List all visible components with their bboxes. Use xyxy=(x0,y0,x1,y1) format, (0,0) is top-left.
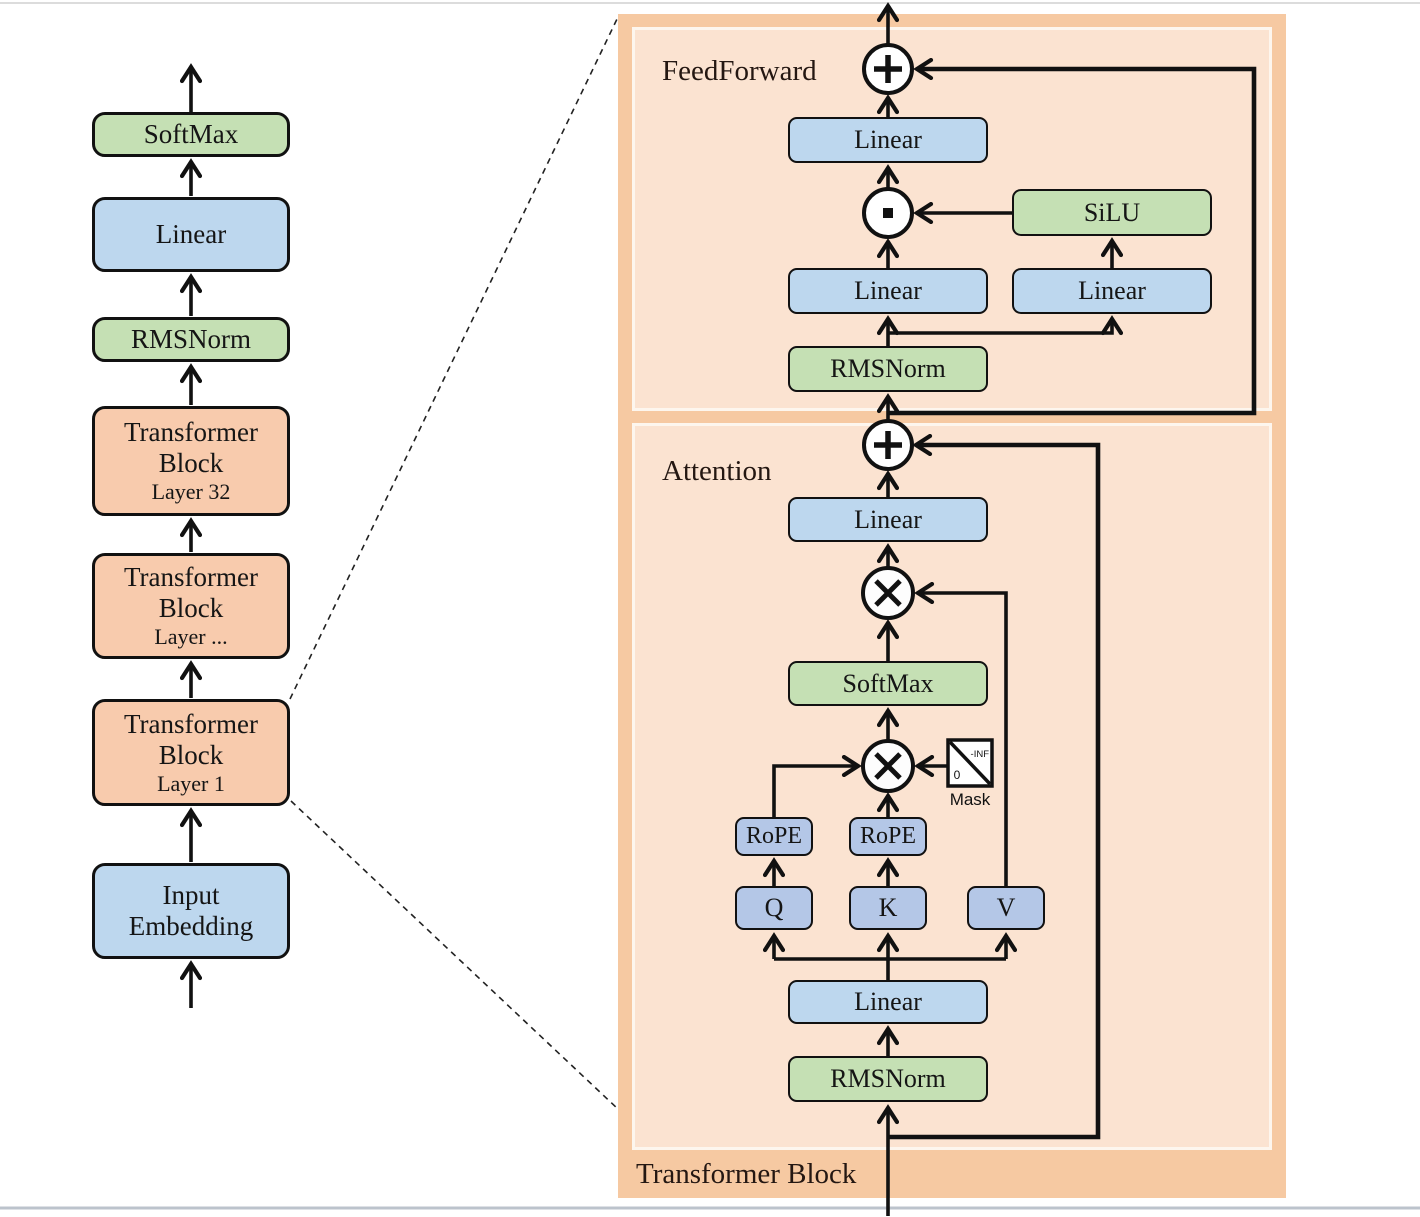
transformer-block-layer32-box: Transformer Block Layer 32 xyxy=(92,406,290,516)
ff-gate-linear-label: Linear xyxy=(854,276,922,306)
att-output-linear-box: Linear xyxy=(788,497,988,542)
block-word1: Transformer xyxy=(124,708,258,739)
ff-silu-box: SiLU xyxy=(1012,189,1212,236)
ff-rmsnorm-label: RMSNorm xyxy=(830,354,946,384)
left-rmsnorm-label: RMSNorm xyxy=(130,323,252,354)
ff-up-linear-label: Linear xyxy=(1078,276,1146,306)
att-softmax-label: SoftMax xyxy=(842,668,934,698)
transformer-block-layer-dots-box: Transformer Block Layer ... xyxy=(92,553,290,659)
layer-dots-label: Layer ... xyxy=(154,624,228,650)
ff-output-linear-label: Linear xyxy=(854,125,922,155)
block-word2: Block xyxy=(158,739,224,770)
input-embedding-box: Input Embedding xyxy=(92,863,290,959)
transformer-block-panel-label: Transformer Block xyxy=(636,1158,857,1190)
left-rmsnorm-box: RMSNorm xyxy=(92,317,290,362)
block-word1: Transformer xyxy=(124,417,258,448)
ff-gate-linear-box: Linear xyxy=(788,268,988,314)
rope-k-box: RoPE xyxy=(849,817,927,856)
attention-section-label: Attention xyxy=(662,455,772,487)
left-softmax-label: SoftMax xyxy=(143,118,239,149)
ff-rmsnorm-box: RMSNorm xyxy=(788,346,988,392)
input-word1: Input xyxy=(162,879,220,910)
key-box: K xyxy=(849,886,927,930)
layer32-label: Layer 32 xyxy=(151,479,231,505)
ff-silu-label: SiLU xyxy=(1083,197,1141,227)
block-word2: Block xyxy=(158,593,224,624)
query-label: Q xyxy=(764,893,784,923)
left-linear-label: Linear xyxy=(155,218,227,249)
block-word2: Block xyxy=(158,448,224,479)
att-output-linear-label: Linear xyxy=(854,504,922,534)
rope-q-label: RoPE xyxy=(745,822,802,849)
key-label: K xyxy=(878,893,898,923)
input-word2: Embedding xyxy=(128,911,254,941)
left-softmax-box: SoftMax xyxy=(92,112,290,157)
feedforward-section-label: FeedForward xyxy=(662,55,817,87)
transformer-block-layer1-box: Transformer Block Layer 1 xyxy=(92,699,290,806)
att-rmsnorm-box: RMSNorm xyxy=(788,1056,988,1102)
value-label: V xyxy=(996,893,1016,923)
query-box: Q xyxy=(735,886,813,930)
qkv-linear-box: Linear xyxy=(788,980,988,1024)
left-linear-box: Linear xyxy=(92,197,290,272)
ff-output-linear-box: Linear xyxy=(788,117,988,163)
block-word1: Transformer xyxy=(124,562,258,593)
qkv-linear-label: Linear xyxy=(854,987,922,1017)
ff-up-linear-box: Linear xyxy=(1012,268,1212,314)
zoom-guide-dashed-lines xyxy=(289,16,620,1111)
att-rmsnorm-label: RMSNorm xyxy=(830,1064,946,1094)
att-softmax-box: SoftMax xyxy=(788,661,988,706)
value-box: V xyxy=(967,886,1045,930)
rope-q-box: RoPE xyxy=(735,817,813,856)
layer1-label: Layer 1 xyxy=(157,770,225,796)
rope-k-label: RoPE xyxy=(859,822,916,849)
